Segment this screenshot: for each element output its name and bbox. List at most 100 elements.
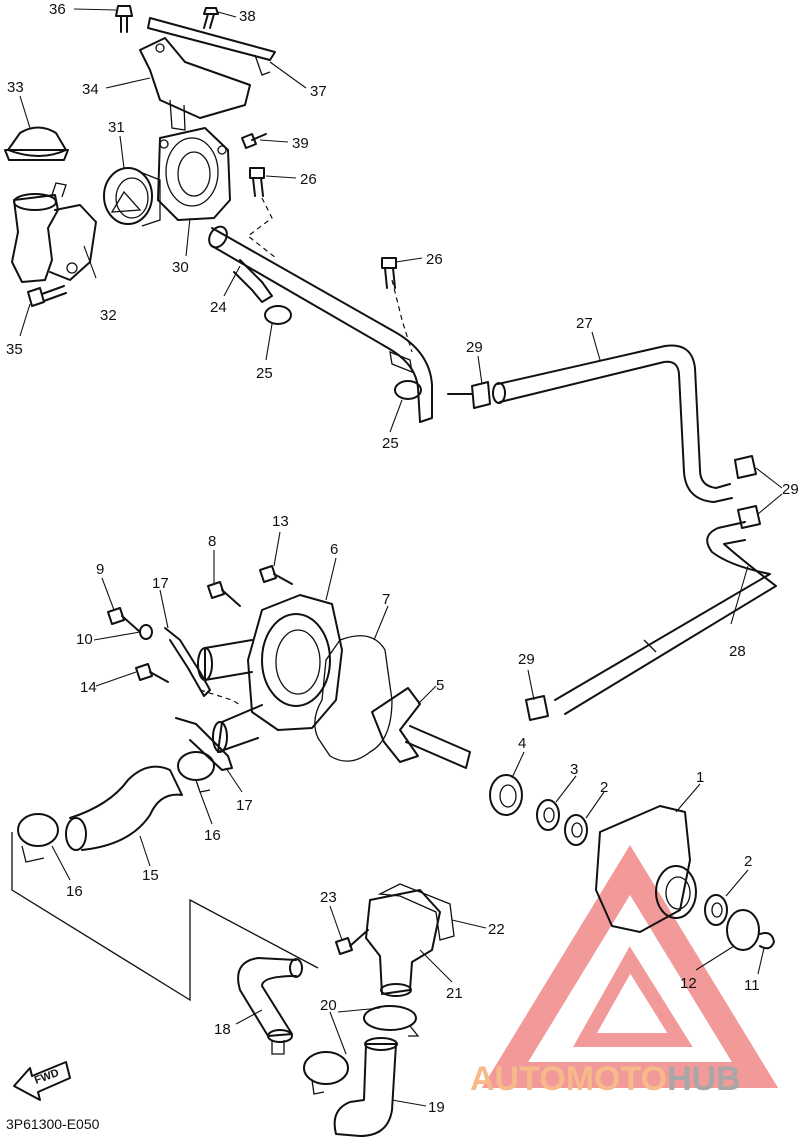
part-18-hose: [237, 957, 303, 1055]
part-20-clamp-upper-tab: [408, 1025, 420, 1037]
water-pump-assembly: [107, 565, 775, 951]
part-6-outlet-lower-end: [212, 721, 228, 753]
label-1: 1: [696, 769, 704, 786]
part-16-clamp-upper: [177, 751, 215, 781]
label-11: 11: [744, 977, 760, 994]
part-30-thermostat-cover: [157, 127, 231, 221]
part-6-outlet-lower: [217, 704, 263, 753]
part-32-bolt-hole: [66, 262, 78, 274]
part-33-radiator-cap: [4, 126, 69, 161]
leader-lines: [19, 8, 783, 1107]
part-28-hose: [554, 521, 777, 715]
part-20-clamp-lower-tab: [311, 1079, 325, 1095]
label-18: 18: [214, 1021, 231, 1038]
watermark-inner-mark-icon: [573, 946, 693, 1047]
label-7: 7: [382, 591, 390, 608]
label-3: 3: [570, 761, 578, 778]
part-12-o-ring: [726, 909, 760, 951]
part-8-bolt: [207, 581, 241, 607]
label-25-right: 25: [382, 435, 399, 452]
part-1-pump-cover: [595, 805, 691, 933]
label-2-right: 2: [744, 853, 752, 870]
label-17-upper: 17: [152, 575, 169, 592]
part-2-bearing-right: [704, 894, 728, 926]
part-37-stay: [147, 17, 276, 61]
part-11-circlip: [759, 932, 775, 950]
part-36-bolt: [115, 5, 133, 33]
part-30-cover-ring: [165, 137, 219, 207]
part-number-labels: 36 38 33 34 37 31 39 26 30 26 32 24 27 3…: [6, 1, 799, 1116]
label-6: 6: [330, 541, 338, 558]
label-21: 21: [446, 985, 463, 1002]
label-31: 31: [108, 119, 125, 136]
label-29-b: 29: [782, 481, 799, 498]
label-39: 39: [292, 135, 309, 152]
part-34-bracket-tab: [169, 99, 186, 131]
label-16-upper: 16: [204, 827, 221, 844]
part-22-gasket: [377, 883, 455, 941]
label-24: 24: [210, 299, 227, 316]
part-26-bolt-upper: [249, 167, 265, 197]
part-6-pump-housing: [247, 594, 343, 731]
label-10: 10: [76, 631, 93, 648]
part-17-clip-upper: [164, 627, 211, 697]
part-38-screw: [203, 7, 219, 29]
alignment-line-upper: [247, 197, 277, 259]
label-30: 30: [172, 259, 189, 276]
part-24-pipe-clamp: [389, 350, 413, 374]
part-25-o-ring-left: [264, 305, 292, 325]
part-16-clamp-lower: [17, 813, 59, 847]
part-35-bolt: [27, 285, 67, 307]
label-25-left: 25: [256, 365, 273, 382]
part-5-impeller: [371, 687, 421, 763]
part-1-cover-boss-inner: [665, 876, 691, 910]
part-20-clamp-lower: [303, 1051, 349, 1085]
fwd-arrow-icon: FWD: [13, 1061, 71, 1101]
label-37: 37: [310, 83, 327, 100]
part-26-bolt-mid: [381, 257, 397, 289]
part-23-bolt: [335, 929, 369, 955]
part-29-clamp-b: [734, 455, 757, 479]
part-10-washer: [139, 624, 153, 640]
part-20-clamp-upper: [363, 1005, 417, 1031]
part-29-clamp-d: [525, 695, 549, 721]
label-5: 5: [436, 677, 444, 694]
label-38: 38: [239, 8, 256, 25]
part-31-thermostat-valve: [110, 190, 142, 213]
label-32: 32: [100, 307, 117, 324]
part-15-hose: [65, 765, 183, 851]
alignment-line-lower: [11, 832, 319, 1002]
part-9-bolt: [107, 607, 141, 633]
label-34: 34: [82, 81, 99, 98]
part-3-oil-seal: [536, 799, 560, 831]
alignment-line-pump: [199, 689, 243, 707]
label-26-upper: 26: [300, 171, 317, 188]
part-19-hose: [333, 1037, 398, 1137]
watermark-brand-part1: AUTOMOTO: [470, 1060, 667, 1098]
label-14: 14: [80, 679, 97, 696]
label-4: 4: [518, 735, 526, 752]
part-27-hose: [492, 344, 733, 503]
watermark: [481, 845, 779, 1088]
label-16-lower: 16: [66, 883, 83, 900]
label-26-mid: 26: [426, 251, 443, 268]
thermostat-assembly: [4, 5, 276, 307]
part-34-bracket: [139, 37, 251, 119]
part-32-nipple: [51, 182, 67, 198]
drawing-code: 3P61300-E050: [6, 1116, 100, 1132]
watermark-brand-part2: HUB: [667, 1060, 741, 1098]
part-6-outlet-upper: [204, 639, 253, 681]
label-33: 33: [7, 79, 24, 96]
part-34-bracket-hole: [155, 43, 165, 53]
watermark-triangle-icon: [481, 845, 779, 1088]
part-30-boss-top: [159, 139, 169, 149]
label-9: 9: [96, 561, 104, 578]
label-15: 15: [142, 867, 159, 884]
part-37-stay-clip: [254, 54, 271, 76]
part-14-bolt: [135, 663, 169, 683]
part-16-clamp-upper-tab: [195, 779, 211, 793]
part-29-clamp-a: [447, 381, 491, 409]
part-30-cover-inner: [177, 151, 211, 197]
label-12: 12: [680, 975, 697, 992]
